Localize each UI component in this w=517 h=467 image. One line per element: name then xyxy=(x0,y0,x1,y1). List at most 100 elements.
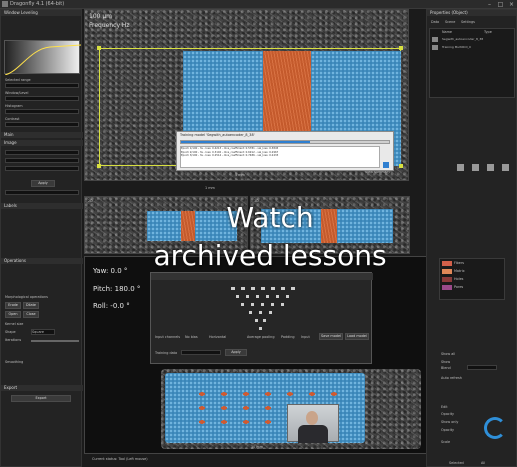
maximize-icon[interactable]: □ xyxy=(497,1,504,8)
smoothing-label: Smoothing xyxy=(5,360,24,364)
label-scale: Scale xyxy=(441,440,451,444)
checkbox-auto-refresh[interactable]: Auto refresh xyxy=(441,376,462,380)
selected-range-field[interactable] xyxy=(5,83,79,88)
right-panel-header: Properties (Object) xyxy=(427,10,516,16)
tab-scene[interactable]: Scene xyxy=(445,20,456,24)
model-tab-bar xyxy=(151,273,373,280)
dilate-button[interactable]: Dilate xyxy=(23,302,39,309)
delete-icon[interactable] xyxy=(502,164,510,171)
tab-settings[interactable]: Settings xyxy=(461,20,475,24)
lower-left-orange xyxy=(181,211,195,241)
layer-swatch xyxy=(442,269,452,274)
option-no-bias[interactable]: No bias xyxy=(185,335,198,339)
lower-left-view[interactable]: 2D xyxy=(84,196,248,254)
training-dialog[interactable]: Training model 'Segwith_autoencoder_8_38… xyxy=(176,131,394,171)
main-view-scale: 1 mm xyxy=(235,173,245,177)
window-title: Dragonfly 4.1 (64-bit) xyxy=(10,1,65,7)
load-model-button[interactable]: Load model xyxy=(345,333,369,340)
layer-item[interactable]: Matrix xyxy=(454,269,465,273)
presenter-body xyxy=(298,425,328,443)
tab-data[interactable]: Data xyxy=(431,20,440,24)
copy-icon[interactable] xyxy=(472,164,480,171)
option-input[interactable]: Input xyxy=(301,335,310,339)
roll-readout: Roll: -0.0 ° xyxy=(93,302,130,310)
layer-list[interactable]: Fibers Matrix Holes Pores xyxy=(439,258,505,300)
save-model-button[interactable]: Save model xyxy=(319,333,343,340)
image-section-header[interactable]: Image xyxy=(1,140,83,146)
dialog-title: Training model 'Segwith_autoencoder_8_38… xyxy=(180,133,255,137)
image-field-3[interactable] xyxy=(5,166,79,171)
lower-right-orange xyxy=(321,209,337,243)
selected-range-label: Selected range xyxy=(5,78,31,82)
window-level-label: Window/Level xyxy=(5,91,29,95)
image-field-4[interactable] xyxy=(5,190,79,195)
main-section-header[interactable]: Main xyxy=(1,132,83,138)
left-panel: Window Leveling Selected range Window/Le… xyxy=(0,9,83,467)
layer-item[interactable]: Pores xyxy=(454,285,464,289)
object-list[interactable]: Name Type Segwith_autoencoder_8_38 Train… xyxy=(429,28,515,98)
list-item[interactable]: Segwith_autoencoder_8_38 xyxy=(442,37,484,41)
new-icon[interactable] xyxy=(457,164,464,171)
bottom-all[interactable]: All xyxy=(481,461,486,465)
open-button[interactable]: Open xyxy=(5,311,21,318)
histogram[interactable] xyxy=(4,40,82,76)
iterations-slider[interactable] xyxy=(31,340,79,342)
erode-button[interactable]: Erode xyxy=(5,302,21,309)
layer-item[interactable]: Holes xyxy=(454,277,464,281)
minimize-icon[interactable]: – xyxy=(488,1,491,8)
export-icon[interactable] xyxy=(487,164,495,171)
histogram-field[interactable] xyxy=(5,109,79,114)
pitch-readout: Pitch: 180.0 ° xyxy=(93,285,141,293)
main-view-summary: View summary xyxy=(365,170,391,174)
labels-section-header[interactable]: Labels xyxy=(1,203,83,209)
right-panel: Properties (Object) Data Scene Settings … xyxy=(426,9,517,467)
checkbox-edit[interactable]: Edit xyxy=(441,405,448,409)
option-input-channels[interactable]: Input channels xyxy=(155,335,181,339)
training-data-field[interactable] xyxy=(181,350,221,355)
shape-label: Shape xyxy=(5,330,16,334)
shape-select[interactable]: Square xyxy=(31,329,55,335)
kernel-size-label: Kernel size xyxy=(5,322,24,326)
roi-handle-sw[interactable] xyxy=(97,164,101,168)
export-section-header[interactable]: Export xyxy=(1,385,83,391)
operations-section-header[interactable]: Operations xyxy=(1,258,83,264)
roi-handle-nw[interactable] xyxy=(97,46,101,50)
close-icon[interactable]: × xyxy=(508,1,515,8)
left-panel-header: Window Leveling xyxy=(1,10,81,16)
layer-item[interactable]: Fibers xyxy=(454,261,465,265)
toolbar-icons xyxy=(457,156,515,171)
model-graph xyxy=(231,287,295,330)
lower-right-view[interactable]: 3D xyxy=(250,196,410,254)
contrast-label: Contrast xyxy=(5,117,20,121)
histogram-label: Histogram xyxy=(5,104,23,108)
image-field-1[interactable] xyxy=(5,150,79,155)
log-line: Epoch 2/100 - 3s - loss: 0.3102 - dice_c… xyxy=(181,150,279,154)
option-avg-pooling[interactable]: Average pooling xyxy=(247,335,275,339)
layer-swatch xyxy=(442,277,452,282)
log-line: Epoch 3/100 - 3s - loss: 0.2514 - dice_c… xyxy=(181,154,279,157)
blend-select[interactable] xyxy=(467,365,497,370)
contrast-field[interactable] xyxy=(5,122,79,127)
model-panel[interactable]: Input channels No bias Horizontal Averag… xyxy=(150,272,373,364)
watermark-line-2: archived lessons xyxy=(153,239,387,272)
apply-button[interactable]: Apply xyxy=(31,180,55,187)
layer-swatch xyxy=(442,285,452,290)
option-padding[interactable]: Padding xyxy=(281,335,295,339)
window-level-field[interactable] xyxy=(5,96,79,101)
label-blend: Blend xyxy=(441,366,451,370)
roi-handle-se[interactable] xyxy=(399,164,403,168)
dialog-stop-icon[interactable] xyxy=(383,162,389,168)
roi-handle-ne[interactable] xyxy=(399,46,403,50)
option-horizontal[interactable]: Horizontal xyxy=(209,335,227,339)
export-button[interactable]: Export xyxy=(11,395,71,402)
list-item[interactable]: Training MultiROI_0 xyxy=(442,45,471,49)
view3d-scale: 10 mm xyxy=(251,445,263,449)
checkbox-show-all[interactable]: Show all xyxy=(441,352,456,356)
close-button[interactable]: Close xyxy=(23,311,39,318)
checkbox-opacity[interactable]: Opacity xyxy=(441,428,455,432)
bottom-selected[interactable]: Selected xyxy=(449,461,464,465)
train-apply-button[interactable]: Apply xyxy=(225,349,247,356)
image-field-2[interactable] xyxy=(5,158,79,163)
checkbox-show-only[interactable]: Show only xyxy=(441,420,459,424)
checkbox-show[interactable]: Show xyxy=(441,360,451,364)
